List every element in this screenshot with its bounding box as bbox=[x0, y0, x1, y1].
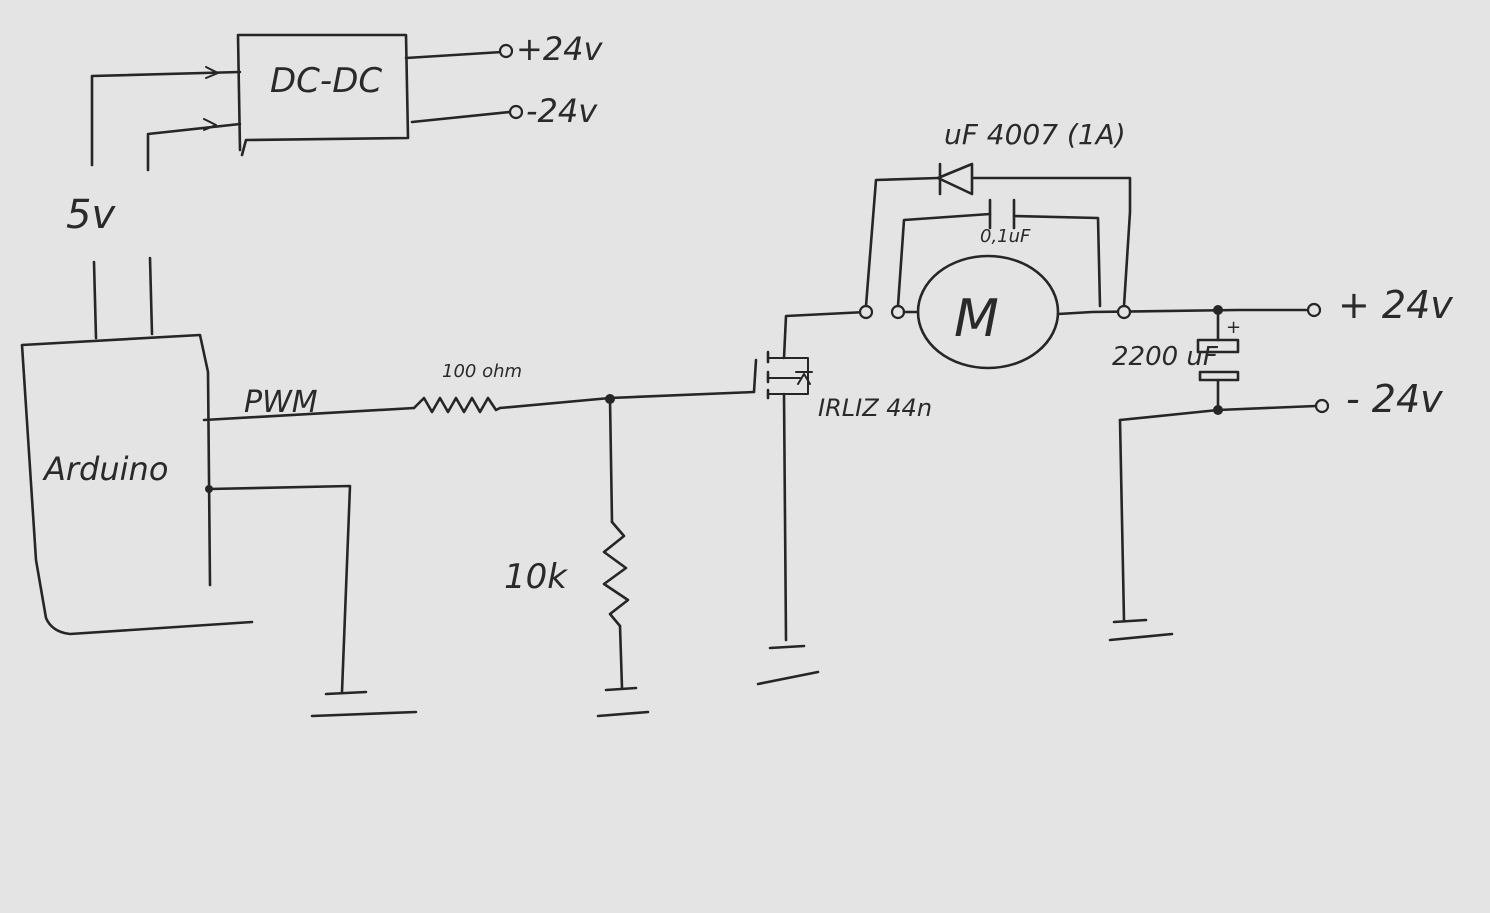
supply-ground-wire bbox=[1118, 418, 1126, 622]
gate-drive: PWM 100 ohm 10k bbox=[202, 361, 756, 718]
supply-plus-terminal bbox=[1306, 302, 1322, 318]
pwm-wire bbox=[202, 406, 416, 422]
mosfet-ground bbox=[756, 644, 820, 686]
pulldown-label: 10k bbox=[504, 557, 568, 597]
motor-terminal-right bbox=[1116, 304, 1132, 320]
dcdc-out-plus-wire bbox=[404, 50, 504, 60]
motor-terminal-left-2 bbox=[890, 304, 906, 320]
arduino-5v-lead-2 bbox=[148, 256, 154, 336]
supply-minus-label: - 24v bbox=[1346, 377, 1443, 421]
pulldown-resistor bbox=[602, 520, 630, 628]
mosfet-label-line: IRLIZ 44n bbox=[818, 394, 932, 422]
dcdc-out-plus-terminal bbox=[498, 43, 514, 59]
pulldown-bottom-wire bbox=[618, 624, 624, 690]
diode-wire bbox=[864, 176, 1132, 308]
supply-plus-label: + 24v bbox=[1338, 283, 1453, 327]
cap-big-label: 2200 uF bbox=[1112, 342, 1219, 372]
mosfet-source-wire bbox=[782, 392, 788, 642]
mosfet-body-diode bbox=[795, 371, 813, 385]
arduino-ground-symbol bbox=[310, 690, 418, 718]
dcdc-out-minus-label: -24v bbox=[526, 92, 598, 130]
motor-label: M bbox=[954, 289, 999, 349]
dcdc-out-minus-wire bbox=[410, 110, 512, 124]
dcdc-box bbox=[236, 33, 410, 157]
dcdc-out-plus-label: +24v bbox=[516, 30, 604, 68]
cap-big-label-line: 2200 uF bbox=[1112, 342, 1219, 372]
supply-ground-symbol bbox=[1108, 618, 1174, 642]
dcdc-out-minus-terminal bbox=[508, 104, 524, 120]
motor-terminal-left-1 bbox=[858, 304, 874, 320]
gate-resistor bbox=[412, 396, 502, 414]
arduino-box bbox=[20, 333, 254, 636]
cap-big-plus-sign: + bbox=[1226, 317, 1241, 338]
cap-big-plate-minus bbox=[1198, 370, 1240, 382]
cap-small-label: 0,1uF bbox=[980, 226, 1031, 247]
diode-symbol bbox=[936, 162, 974, 196]
mosfet-gate-plate bbox=[752, 358, 758, 394]
dcdc-in-arrow-2 bbox=[203, 118, 217, 131]
diode-label: uF 4007 (1A) bbox=[944, 118, 1126, 151]
arduino-ground-wire bbox=[207, 484, 352, 694]
dcdc-in-arrow-1 bbox=[205, 66, 219, 79]
mosfet-label: IRLIZ 44n bbox=[818, 394, 932, 422]
cap-big-plate-plus bbox=[1196, 338, 1240, 354]
supply-minus-terminal bbox=[1314, 398, 1330, 414]
supply-minus-wire bbox=[1118, 404, 1318, 422]
pwm-label: PWM bbox=[244, 385, 318, 420]
cap-small-symbol bbox=[988, 198, 1016, 230]
cap-small-wire bbox=[896, 212, 1102, 308]
mosfet-body bbox=[767, 357, 809, 395]
mosfet-drain-wire bbox=[782, 310, 868, 360]
arduino-block: Arduino bbox=[20, 256, 254, 636]
dcdc-in-wire-1 bbox=[90, 70, 242, 167]
arduino-ground bbox=[205, 484, 418, 718]
motor-body bbox=[916, 254, 1060, 370]
motor-assembly: M uF 4007 (1A) 0,1uF bbox=[858, 118, 1308, 370]
five-volt-label: 5v bbox=[66, 192, 116, 238]
mosfet-irliz44n: IRLIZ 44n bbox=[752, 310, 932, 686]
supply-section: + 2200 uF + 24v - 24v bbox=[1108, 283, 1453, 642]
pulldown-ground bbox=[596, 686, 650, 718]
pulldown-top-wire bbox=[608, 397, 614, 524]
arduino-label: Arduino bbox=[42, 450, 168, 488]
motor-right-lead bbox=[1056, 308, 1308, 316]
arduino-5v-lead-1 bbox=[92, 260, 98, 340]
gate-resistor-label: 100 ohm bbox=[442, 361, 522, 382]
dcdc-converter: DC-DC +24v -24v bbox=[90, 30, 604, 172]
dcdc-label: DC-DC bbox=[270, 61, 382, 101]
